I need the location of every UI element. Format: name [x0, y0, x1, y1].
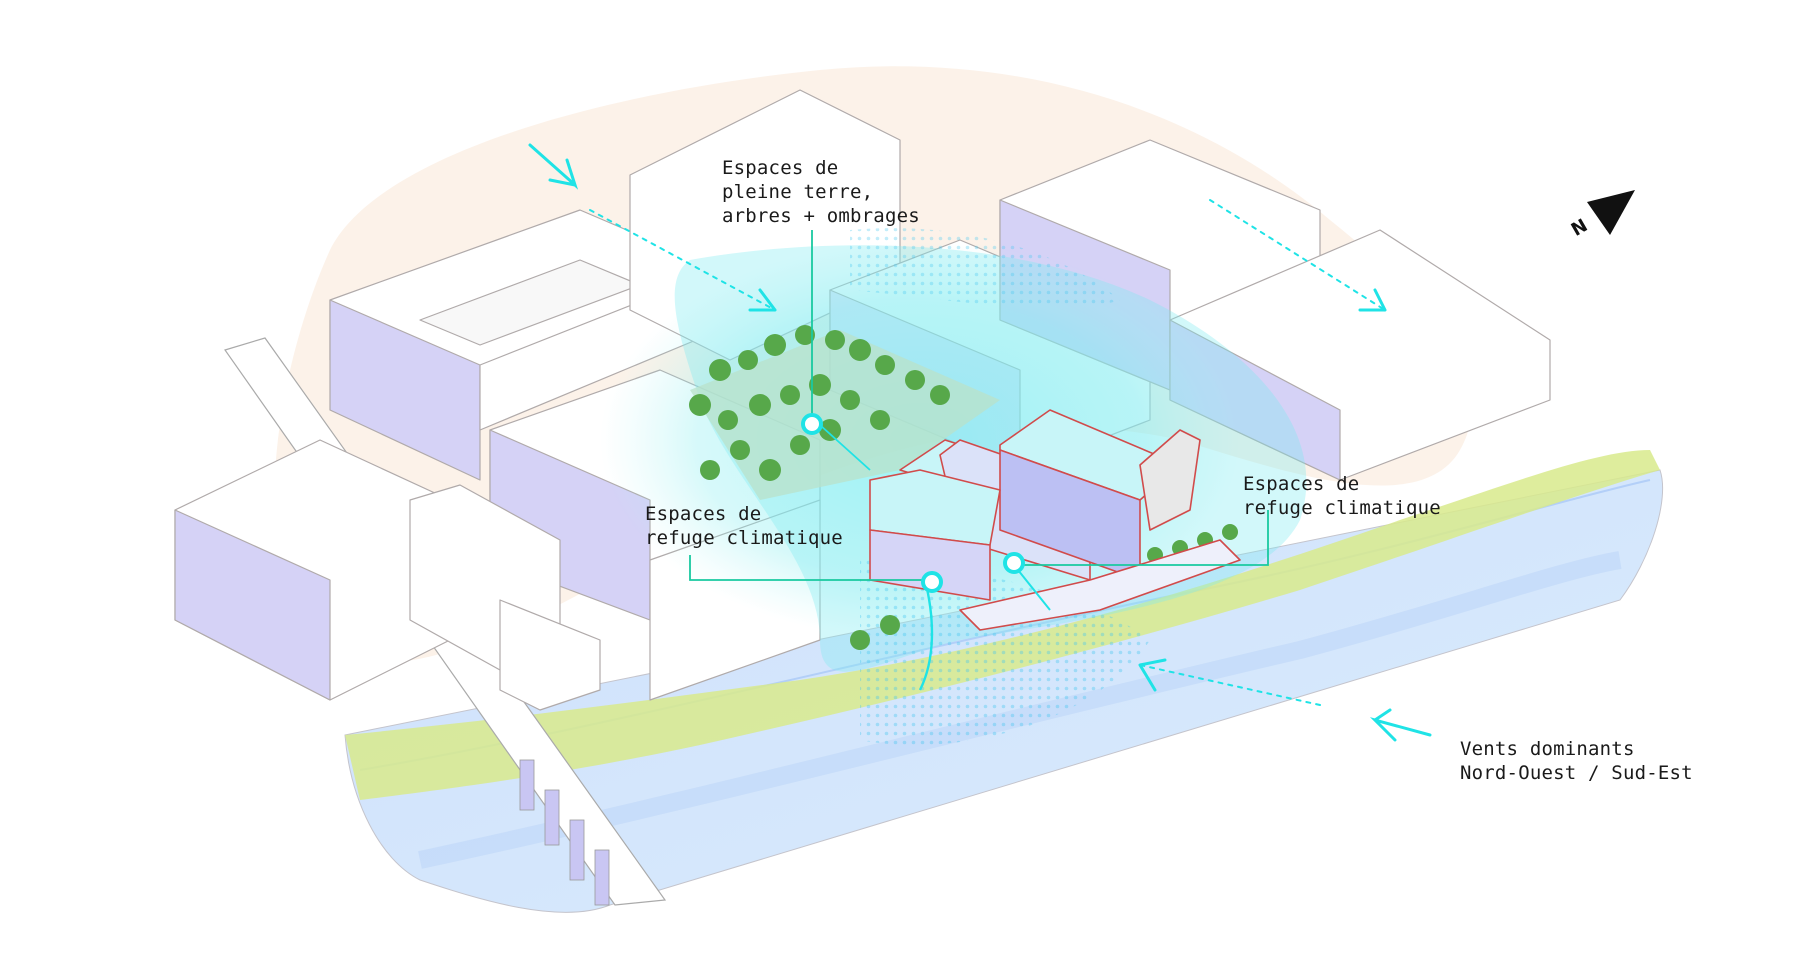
project-buildings [869, 409, 1241, 631]
wind-arrowhead-se [1138, 658, 1167, 692]
wind-arrows [528, 143, 1432, 742]
marker-refuge-east [1003, 552, 1025, 574]
label-refuge-east: Espaces de refuge climatique [1243, 472, 1441, 520]
north-arrow-icon: N [1568, 190, 1635, 241]
leader-south [918, 579, 934, 691]
refuge-markers [801, 413, 1025, 593]
label-pleine-terre-line3: arbres + ombrages [722, 205, 920, 227]
courtyard-trees [689, 325, 1238, 650]
label-refuge-east-line2: refuge climatique [1243, 497, 1441, 519]
wind-arrow-nw [528, 143, 579, 190]
label-refuge-east-line1: Espaces de [1243, 473, 1360, 495]
wind-arrow-se [1369, 708, 1432, 742]
wind-path-ne [1209, 199, 1386, 311]
riverbank [345, 450, 1660, 800]
wind-arrowhead-ne [1358, 288, 1387, 312]
annotation-leaders [689, 230, 1269, 691]
leader-refuge-east [1020, 510, 1269, 566]
label-refuge-west-line1: Espaces de [645, 503, 762, 525]
marker-refuge-west [921, 571, 943, 593]
leader-courtyard-diagonal [819, 424, 871, 471]
label-vents-dominants: Vents dominants Nord-Ouest / Sud-Est [1460, 737, 1693, 785]
label-vents-line2: Nord-Ouest / Sud-Est [1460, 762, 1693, 784]
label-pleine-terre-line2: pleine terre, [722, 181, 874, 203]
label-vents-line1: Vents dominants [1460, 738, 1635, 760]
label-refuge-west-line2: refuge climatique [645, 527, 843, 549]
marker-courtyard [801, 413, 823, 435]
compass-letter: N [1568, 215, 1592, 241]
label-pleine-terre: Espaces de pleine terre, arbres + ombrag… [722, 156, 920, 228]
wind-path-se [1139, 664, 1321, 706]
wind-arrowhead-nw [748, 288, 777, 312]
label-pleine-terre-line1: Espaces de [722, 157, 839, 179]
label-refuge-west: Espaces de refuge climatique [645, 502, 843, 550]
leader-refuge-west [689, 555, 930, 581]
